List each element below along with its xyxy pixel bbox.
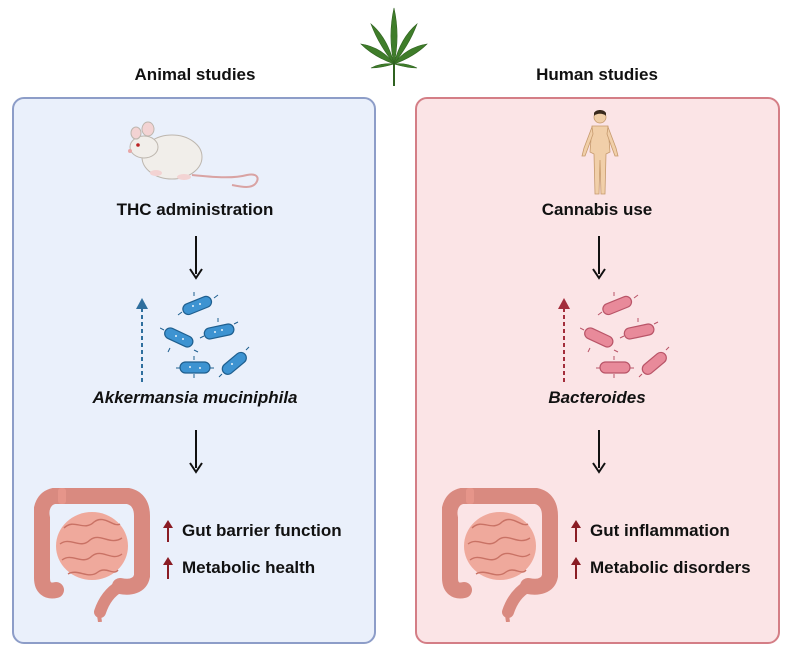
- thc-administration-label: THC administration: [116, 200, 274, 219]
- increase-dashed-arrow-icon: [135, 296, 149, 382]
- gut-inflammation-label: Gut inflammation: [590, 521, 730, 540]
- intestine-icon: [442, 488, 560, 622]
- up-arrow-icon: [571, 557, 581, 579]
- human-studies-title: Human studies: [536, 65, 658, 84]
- effect-row: Metabolic disorders: [570, 557, 751, 579]
- human-figure-icon: [576, 108, 624, 196]
- down-arrow-icon: [591, 236, 607, 280]
- increase-dashed-arrow-icon: [557, 296, 571, 382]
- gut-barrier-function-label: Gut barrier function: [182, 521, 342, 540]
- metabolic-health-label: Metabolic health: [182, 558, 316, 577]
- metabolic-disorders-label: Metabolic disorders: [590, 558, 751, 577]
- bacteria-icon: [160, 292, 260, 384]
- up-arrow-icon: [571, 520, 581, 542]
- down-arrow-icon: [188, 236, 204, 280]
- bacteroides-label: Bacteroides: [548, 388, 646, 407]
- down-arrow-icon: [188, 430, 204, 474]
- up-arrow-icon: [163, 557, 173, 579]
- effect-row: Gut barrier function: [162, 520, 342, 542]
- bacteria-icon: [580, 292, 680, 384]
- effect-row: Gut inflammation: [570, 520, 730, 542]
- intestine-icon: [34, 488, 152, 622]
- mouse-icon: [122, 115, 264, 193]
- cannabis-use-label: Cannabis use: [541, 200, 653, 219]
- up-arrow-icon: [163, 520, 173, 542]
- cannabis-leaf-icon: [357, 6, 431, 88]
- effect-row: Metabolic health: [162, 557, 315, 579]
- down-arrow-icon: [591, 430, 607, 474]
- akkermansia-label: Akkermansia muciniphila: [92, 388, 298, 407]
- animal-studies-title: Animal studies: [134, 65, 256, 84]
